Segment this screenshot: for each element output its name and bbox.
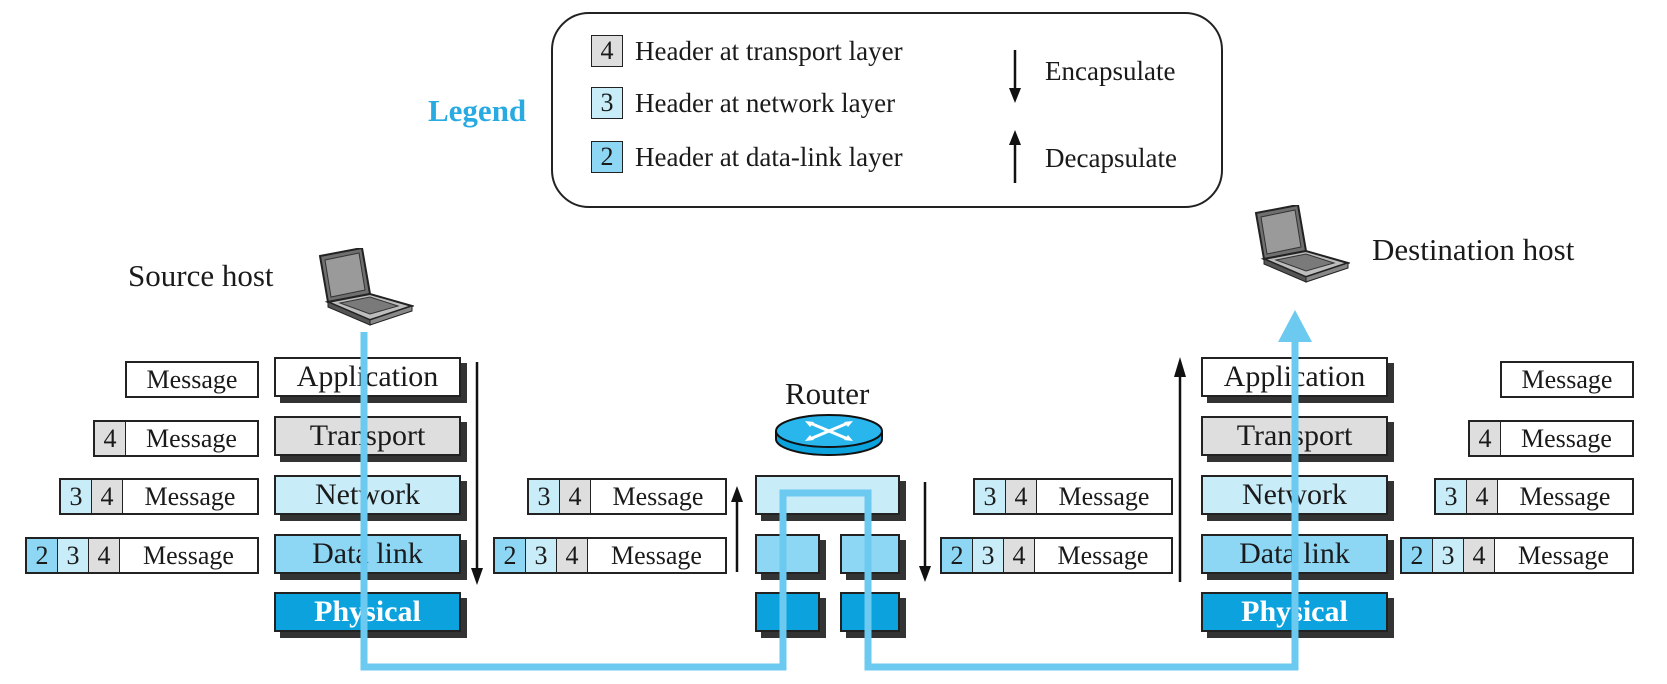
header-transport: 4 (95, 422, 126, 455)
packet-message: Message (1521, 364, 1613, 394)
router-physical-right (840, 592, 900, 632)
packet-message: Message (612, 481, 704, 511)
packet-message: Message (1518, 540, 1609, 570)
legend-text: Header at data-link layer (635, 141, 903, 172)
legend-text: Header at transport layer (635, 35, 903, 66)
legend-text: Header at network layer (635, 87, 896, 118)
legend-item-datalink: 2 Header at data-link layer (591, 140, 903, 174)
legend-key-2: 2 (591, 141, 623, 173)
packet-message: Message (146, 364, 238, 394)
source-encapsulate-arrow-icon (471, 362, 483, 585)
destination-layer-datalink: Data link (1201, 534, 1388, 574)
router-label: Router (785, 376, 870, 411)
source-host-label: Source host (128, 258, 274, 293)
legend-item-transport: 4 Header at transport layer (591, 34, 903, 68)
destination-packet-network: 3 4 Message (1434, 478, 1634, 515)
router-encapsulate-arrow-icon (919, 482, 931, 582)
router-datalink-right (840, 534, 900, 574)
router-network-layer (755, 475, 900, 515)
router-decapsulate-arrow-icon (731, 486, 743, 572)
legend-title: Legend (428, 93, 527, 128)
destination-host-label: Destination host (1372, 232, 1575, 267)
packet-message: Message (143, 540, 234, 570)
source-layer-datalink: Data link (274, 534, 461, 574)
header-network: 3 (973, 539, 1004, 572)
header-network: 3 (61, 480, 92, 513)
header-transport: 4 (89, 539, 120, 572)
packet-message: Message (146, 423, 237, 453)
destination-layer-application: Application (1201, 357, 1388, 397)
header-network: 3 (975, 480, 1006, 513)
source-packet-datalink: 2 3 4 Message (25, 537, 259, 574)
header-datalink: 2 (27, 539, 58, 572)
header-transport: 4 (1004, 539, 1035, 572)
legend-encapsulate: Encapsulate (1045, 55, 1176, 86)
router-left-packet-network: 3 4 Message (527, 478, 727, 515)
router-datalink-left (755, 534, 820, 574)
source-layer-physical: Physical (274, 592, 461, 632)
header-transport: 4 (1467, 480, 1498, 513)
packet-message: Message (1058, 481, 1150, 511)
legend-box: 4 Header at transport layer 3 Header at … (551, 12, 1223, 208)
router-right-packet-network: 3 4 Message (973, 478, 1173, 515)
router-right-packet-datalink: 2 3 4 Message (940, 537, 1173, 574)
header-datalink: 2 (1402, 539, 1433, 572)
header-transport: 4 (1470, 422, 1501, 455)
destination-laptop-icon (1254, 205, 1350, 283)
header-transport: 4 (1464, 539, 1495, 572)
source-packet-application: Message (125, 361, 259, 398)
header-datalink: 2 (942, 539, 973, 572)
legend-decapsulate: Decapsulate (1045, 142, 1177, 173)
decapsulate-arrow-icon (1009, 130, 1021, 183)
destination-layer-transport: Transport (1201, 416, 1388, 456)
header-transport: 4 (92, 480, 123, 513)
source-packet-network: 3 4 Message (59, 478, 259, 515)
packet-message: Message (611, 540, 702, 570)
packet-message: Message (1519, 481, 1611, 511)
source-layer-network: Network (274, 475, 461, 515)
header-network: 3 (58, 539, 89, 572)
destination-packet-application: Message (1500, 361, 1634, 398)
header-network: 3 (529, 480, 560, 513)
destination-packet-datalink: 2 3 4 Message (1400, 537, 1634, 574)
header-datalink: 2 (495, 539, 526, 572)
source-layer-application: Application (274, 357, 461, 397)
packet-message: Message (1057, 540, 1149, 570)
destination-layer-network: Network (1201, 475, 1388, 515)
source-laptop-icon (318, 248, 414, 326)
router-physical-left (755, 592, 820, 632)
header-network: 3 (1433, 539, 1464, 572)
legend-key-3: 3 (591, 87, 623, 119)
header-transport: 4 (557, 539, 588, 572)
source-packet-transport: 4 Message (93, 420, 259, 457)
legend-key-4: 4 (591, 35, 623, 67)
destination-decapsulate-arrow-icon (1174, 357, 1186, 582)
packet-message: Message (1521, 423, 1612, 453)
header-transport: 4 (560, 480, 591, 513)
router-icon (775, 414, 883, 456)
data-path-arrowhead-icon (1278, 310, 1312, 342)
destination-packet-transport: 4 Message (1468, 420, 1634, 457)
source-layer-transport: Transport (274, 416, 461, 456)
packet-message: Message (144, 481, 236, 511)
legend-item-network: 3 Header at network layer (591, 86, 895, 120)
header-network: 3 (526, 539, 557, 572)
header-transport: 4 (1006, 480, 1037, 513)
destination-layer-physical: Physical (1201, 592, 1388, 632)
encapsulate-arrow-icon (1009, 50, 1021, 103)
header-network: 3 (1436, 480, 1467, 513)
router-left-packet-datalink: 2 3 4 Message (493, 537, 727, 574)
